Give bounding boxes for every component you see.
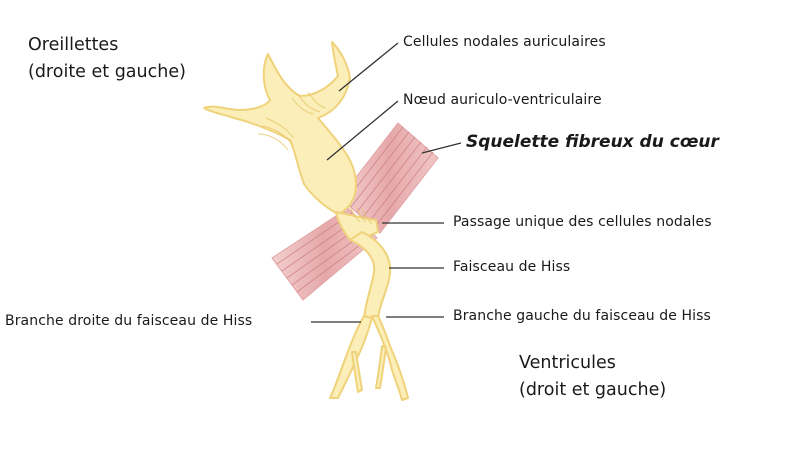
label-left-branch: Branche gauche du faisceau de Hiss xyxy=(453,308,711,324)
leader-av-node xyxy=(326,100,399,161)
label-av-node: Nœud auriculo-ventriculaire xyxy=(403,92,602,108)
label-right-branch: Branche droite du faisceau de Hiss xyxy=(5,313,253,329)
leader-fibrous-skeleton xyxy=(421,142,462,154)
label-fibrous-skeleton: Squelette fibreux du cœur xyxy=(466,132,719,152)
ventricles-label-line1: Ventricules xyxy=(519,353,616,373)
ventricles-label-line2: (droit et gauche) xyxy=(519,380,667,400)
label-atrial-nodal-cells: Cellules nodales auriculaires xyxy=(403,34,606,50)
atria-label-line1: Oreillettes xyxy=(28,35,119,55)
label-single-passage: Passage unique des cellules nodales xyxy=(453,214,712,230)
atria-label-line2: (droite et gauche) xyxy=(28,62,186,82)
label-bundle-of-his: Faisceau de Hiss xyxy=(453,259,571,275)
leader-atrial-nodal-cells xyxy=(338,42,399,92)
nodal-fibres xyxy=(257,91,373,225)
ventricles-label: Ventricules (droit et gauche) xyxy=(519,350,666,404)
atria-label: Oreillettes (droite et gauche) xyxy=(28,32,186,86)
leader-lines xyxy=(311,42,462,323)
